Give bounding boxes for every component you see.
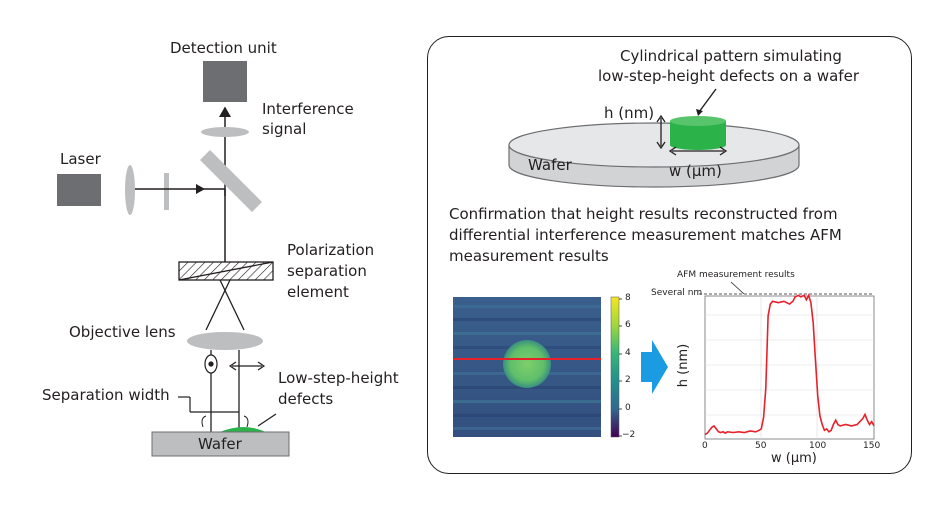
colorbar-tick-label: 8 [625, 293, 631, 303]
afm-profile [704, 293, 875, 436]
detection-unit-block [203, 61, 247, 102]
pattern-title-line2: low-step-height defects on a wafer [598, 67, 859, 85]
wafer-disc-top [508, 122, 800, 168]
colorbar-tick-label: 2 [625, 375, 631, 385]
colorbar-ticks [619, 298, 622, 437]
low-step-height-defect [220, 427, 266, 432]
polarization-dot-center [208, 361, 214, 367]
detection-unit-label: Detection unit [170, 39, 277, 57]
heatmap-cylinder-spot [503, 340, 551, 388]
cylinder-bottom [670, 140, 726, 150]
polarization-arrow-left-head [228, 361, 237, 371]
interference-signal-label-2: signal [262, 120, 307, 138]
afm-chart-frame [704, 295, 875, 440]
colorbar-tick-label: 4 [625, 348, 631, 358]
pattern-pointer [698, 88, 717, 113]
laser-block [57, 174, 101, 206]
colorbar [610, 296, 620, 438]
interference-lens [201, 127, 249, 137]
result-arrow [641, 340, 668, 394]
pattern-pointer-head [696, 109, 703, 116]
w-arrow-right-head [719, 146, 728, 156]
results-panel [427, 36, 912, 474]
polarization-label-1: Polarization [287, 241, 375, 259]
several-nm-annotation: Several nm [651, 288, 703, 298]
beam-cross-a [219, 279, 245, 331]
polarization-split-line [178, 261, 274, 281]
polarization-arrow-right-head [257, 361, 266, 371]
pattern-title-line1: Cylindrical pattern simulating [620, 47, 842, 65]
separation-width-label: Separation width [42, 386, 170, 404]
laser-label: Laser [60, 150, 101, 168]
h-arrow-top-head [656, 114, 666, 123]
wafer-label-right: Wafer [528, 156, 572, 174]
objective-lens [187, 332, 263, 350]
heatmap-image [453, 297, 601, 437]
w-arrow-left-head [668, 146, 677, 156]
afm-profile-series-line [704, 293, 875, 436]
afm-x-tick-label: 100 [809, 441, 827, 451]
objective-lens-label: Objective lens [69, 323, 176, 341]
beam-cross-b [205, 279, 231, 331]
colorbar-tick-label: −2 [622, 430, 636, 440]
afm-x-tick-label: 150 [863, 441, 881, 451]
h-label: h (nm) [604, 104, 655, 122]
interference-signal-label-1: Interference [262, 100, 354, 118]
rotation-arrow-right [243, 415, 249, 428]
h-arrow-bottom-head [656, 141, 666, 150]
afm-y-axis-label: h (nm) [676, 343, 692, 388]
defects-label-1: Low-step-height [278, 369, 399, 387]
rotation-arrow-left [201, 415, 207, 428]
wafer-label-left: Wafer [198, 435, 242, 453]
afm-chart-title: AFM measurement results [677, 270, 795, 280]
wafer-left [151, 431, 290, 457]
beam-splitter [200, 150, 262, 212]
colorbar-tick-label: 0 [625, 403, 631, 413]
defects-label-2: defects [278, 390, 334, 408]
confirm-line2: differential interference measurement ma… [449, 226, 842, 244]
cylinder-top [670, 116, 726, 126]
laser-beam-arrowhead [196, 184, 205, 194]
polarization-label-3: element [287, 283, 349, 301]
w-label: w (μm) [669, 162, 722, 180]
confirm-line3: measurement results [449, 247, 609, 265]
polarization-label-2: separation [287, 262, 367, 280]
defect-pointer [257, 413, 277, 427]
afm-title-pointer [730, 281, 745, 295]
afm-x-axis-label: w (μm) [771, 451, 817, 466]
colorbar-tick-label: 6 [625, 320, 631, 330]
afm-x-tick-label: 50 [755, 441, 767, 451]
confirm-line1: Confirmation that height results reconst… [449, 205, 838, 223]
laser-filter [164, 173, 169, 210]
afm-x-tick-label: 0 [702, 441, 708, 451]
laser-lens [125, 165, 135, 215]
